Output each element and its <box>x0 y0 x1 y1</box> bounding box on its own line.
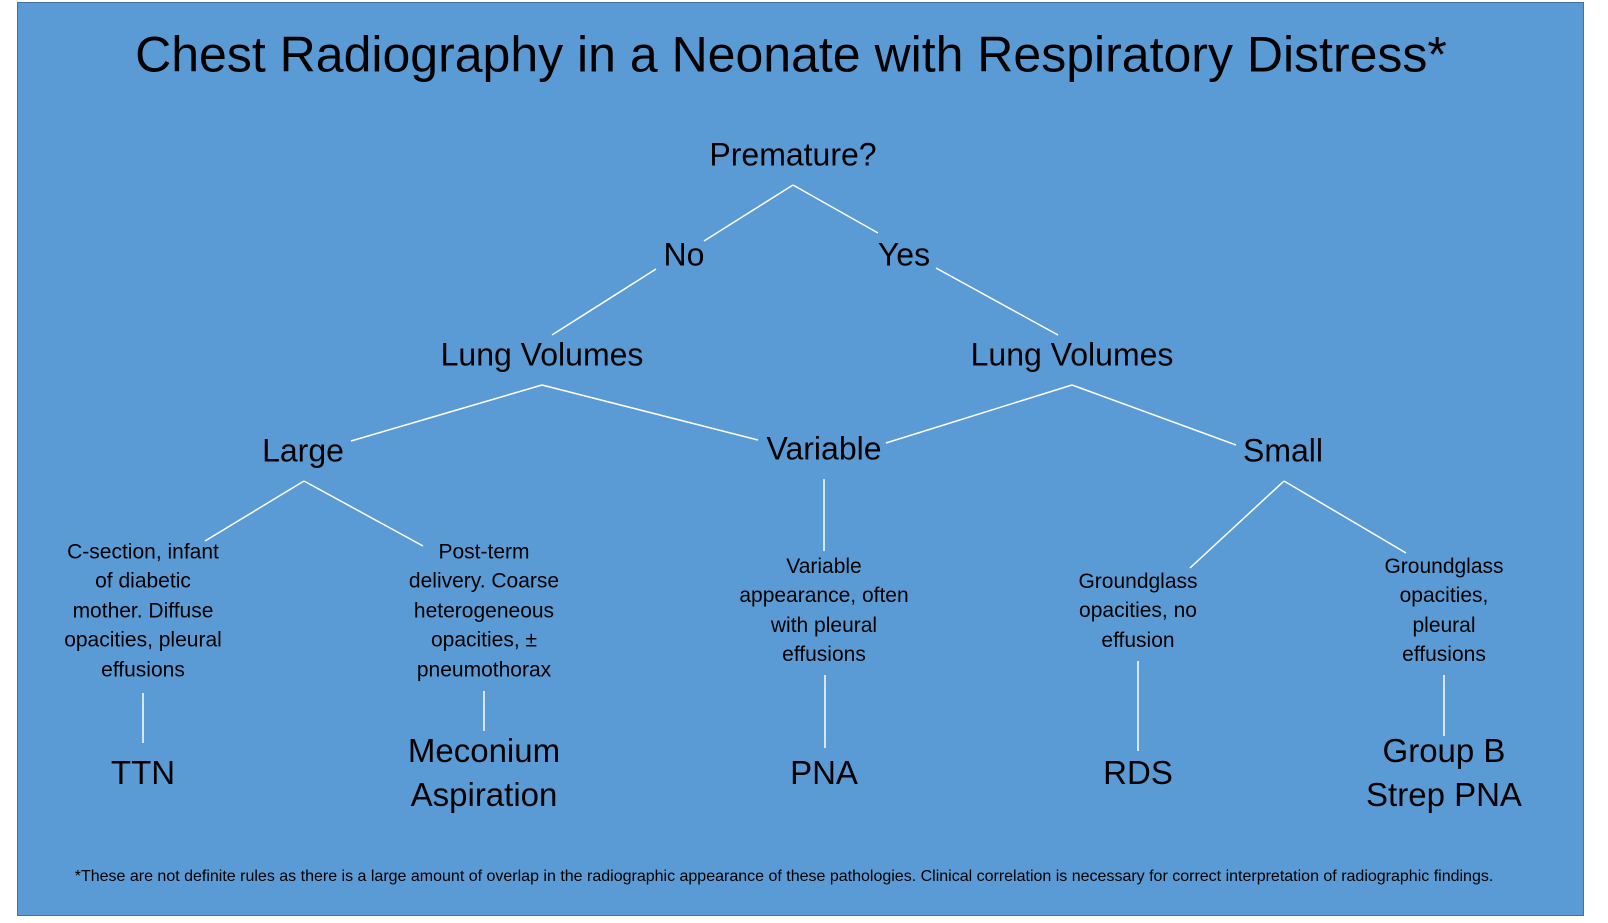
diagram-title: Chest Radiography in a Neonate with Resp… <box>135 26 1447 83</box>
connector-lines <box>142 184 1445 751</box>
node-yes: Yes <box>877 236 931 273</box>
connector-no-to-lung-volumes-left <box>551 268 657 336</box>
diagnosis-ttn: TTN <box>110 754 176 792</box>
diagnosis-meconium-aspiration: Meconium Aspiration <box>408 729 560 817</box>
connector-large-to-ttn-description <box>204 480 305 542</box>
node-small: Small <box>1242 432 1324 469</box>
node-variable: Variable <box>766 430 882 467</box>
description-rds: Groundglass opacities, no effusion <box>1078 569 1198 652</box>
diagnosis-rds: RDS <box>1103 754 1173 792</box>
connector-lung-volumes-right-to-variable <box>885 384 1073 444</box>
diagnosis-gbs-line2: Strep PNA <box>1366 776 1522 813</box>
diagnosis-meconium-line1: Meconium <box>407 732 561 770</box>
node-lung-volumes-left: Lung Volumes <box>440 336 644 373</box>
connector-lung-volumes-left-to-variable <box>541 384 759 441</box>
connector-small-to-rds-description <box>1189 480 1285 569</box>
connector-lung-volumes-right-to-small <box>1071 384 1237 446</box>
diagnosis-group-b-strep-pna: Group B Strep PNA <box>1366 729 1522 817</box>
slide: Chest Radiography in a Neonate with Resp… <box>17 2 1584 916</box>
node-premature: Premature? <box>709 136 877 173</box>
node-large: Large <box>262 432 344 469</box>
footnote: *These are not definite rules as there i… <box>74 868 1494 886</box>
description-gbs: Groundglass opacities, pleural effusions <box>1384 555 1504 667</box>
description-ttn: C-section, infant of diabetic mother. Di… <box>64 540 222 682</box>
connector-premature-to-no <box>703 184 794 242</box>
connector-yes-to-lung-volumes-right <box>935 267 1059 336</box>
node-no: No <box>663 236 705 273</box>
connector-lung-volumes-left-to-large <box>350 384 543 442</box>
description-pna: Variable appearance, often with pleural … <box>739 555 909 667</box>
connector-premature-to-yes <box>792 184 879 234</box>
connector-small-to-gbs-description <box>1283 480 1407 554</box>
node-lung-volumes-right: Lung Volumes <box>970 336 1174 373</box>
diagnosis-pna: PNA <box>790 754 858 792</box>
connector-large-to-meconium-description <box>303 480 424 547</box>
description-meconium: Post-term delivery. Coarse heterogeneous… <box>408 540 560 682</box>
diagnosis-meconium-line2: Aspiration <box>410 776 558 813</box>
diagnosis-gbs-line1: Group B <box>1382 732 1506 770</box>
